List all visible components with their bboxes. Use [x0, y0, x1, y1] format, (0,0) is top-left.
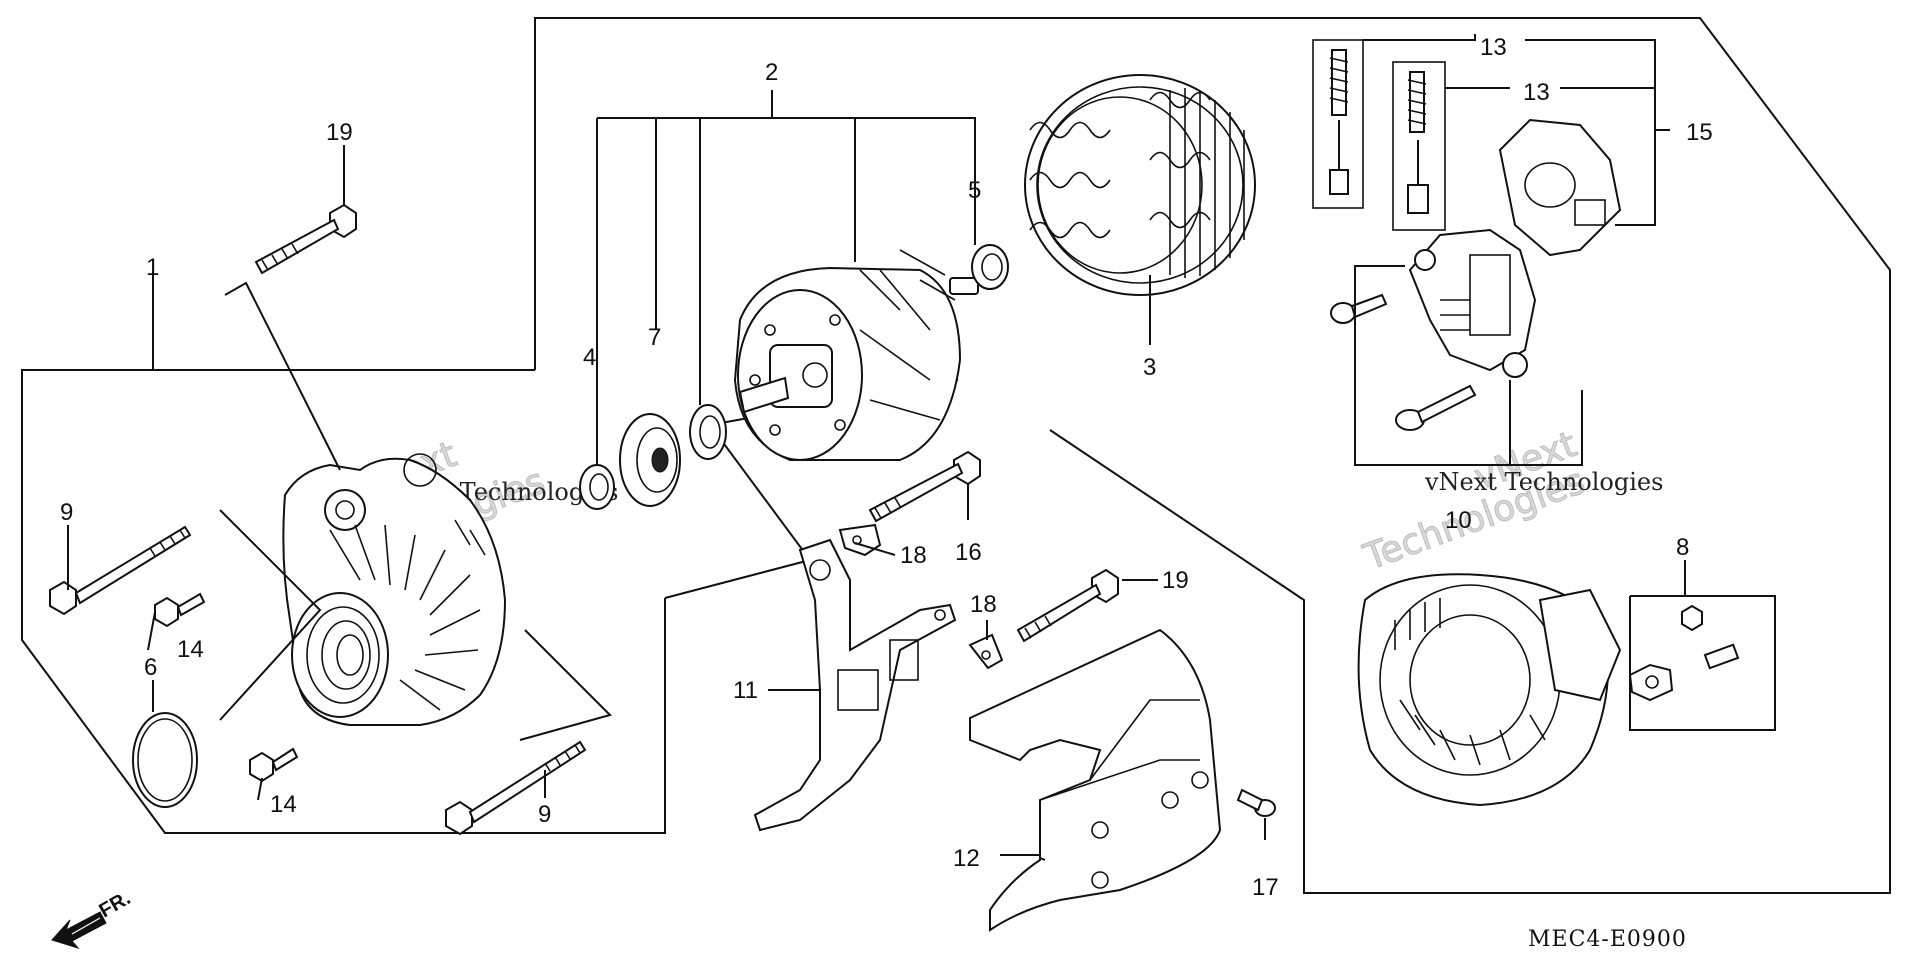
bolt-19-upper — [254, 203, 357, 275]
brush-set-b — [1392, 61, 1446, 231]
part-terminal-set — [1628, 595, 1776, 731]
bolt-19-lower — [1016, 568, 1119, 643]
screw-regulator-upper — [1330, 293, 1388, 324]
part-front-housing — [282, 453, 507, 726]
brush-set-a — [1312, 39, 1364, 209]
bolt-16 — [868, 450, 981, 523]
callout-10: 10 — [1445, 507, 1472, 534]
callout-9a: 9 — [60, 499, 73, 526]
callout-19a: 19 — [326, 119, 353, 146]
part-bracket — [753, 538, 957, 832]
callout-14a: 14 — [177, 636, 204, 663]
part-bearing-4 — [579, 464, 615, 510]
callout-13a: 13 — [1480, 34, 1507, 61]
callout-7: 7 — [648, 324, 661, 351]
screw-17 — [1236, 788, 1276, 817]
part-rear-cover — [969, 628, 1222, 932]
bolt-14-lower — [249, 747, 299, 783]
clip-18-lower — [968, 633, 1004, 670]
callout-9b: 9 — [538, 801, 551, 828]
leader-lines — [67, 34, 1686, 861]
callout-17: 17 — [1252, 874, 1279, 901]
callout-18b: 18 — [970, 591, 997, 618]
part-bearing-5 — [971, 244, 1009, 290]
bolt-9-upper — [49, 525, 192, 616]
part-stator — [1024, 74, 1256, 296]
callout-3: 3 — [1143, 354, 1156, 381]
screw-regulator-lower — [1395, 384, 1477, 431]
callout-13b: 13 — [1523, 79, 1550, 106]
callout-labels: 1 2 3 4 5 6 7 8 9 9 10 11 12 13 13 14 14… — [60, 34, 1713, 901]
part-regulator — [1408, 228, 1537, 378]
watermark-caption-b: vNext Technologies — [1424, 468, 1663, 496]
callout-15: 15 — [1686, 119, 1713, 146]
callout-19b: 19 — [1162, 567, 1189, 594]
callout-5: 5 — [968, 177, 981, 204]
assembly-boundary — [21, 17, 1891, 894]
callout-6: 6 — [144, 654, 157, 681]
clip-18-upper — [838, 523, 882, 557]
part-brush-holder — [1498, 118, 1622, 257]
callout-14b: 14 — [270, 791, 297, 818]
part-rotor — [733, 249, 979, 461]
part-bearing-7 — [619, 413, 681, 507]
callout-4: 4 — [583, 344, 596, 371]
part-o-ring — [132, 712, 198, 808]
diagram-code: MEC4-E0900 — [1528, 927, 1687, 952]
callout-1: 1 — [146, 254, 159, 281]
front-direction-indicator: FR. — [51, 887, 134, 949]
callout-11: 11 — [733, 677, 758, 704]
callout-2: 2 — [765, 59, 778, 86]
bolt-9-lower — [445, 740, 587, 836]
bolt-14-upper — [154, 592, 206, 628]
part-rear-housing — [1357, 573, 1622, 807]
front-arrow-icon — [51, 911, 107, 949]
callout-16: 16 — [955, 539, 982, 566]
callout-18a: 18 — [900, 542, 927, 569]
callout-12: 12 — [953, 845, 980, 872]
part-washer — [689, 404, 727, 460]
callout-8: 8 — [1676, 534, 1689, 561]
